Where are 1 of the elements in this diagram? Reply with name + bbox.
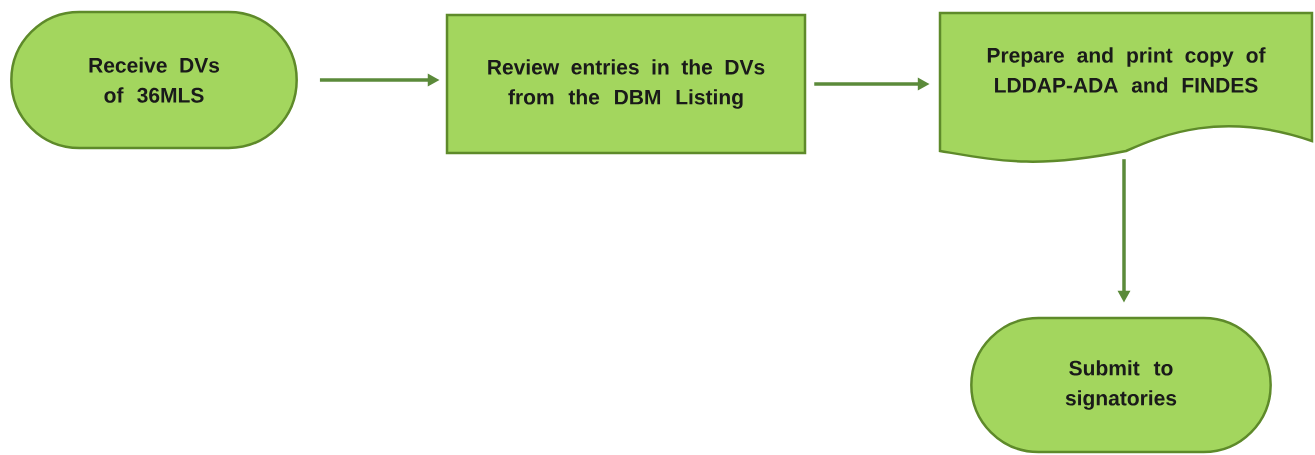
process-box: Review entries in the DVs from the DBM Listing [445,13,807,155]
